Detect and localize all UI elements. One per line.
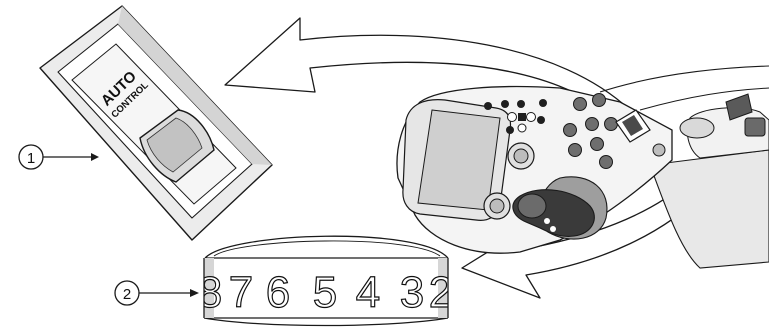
callout-2-number: 2: [123, 286, 131, 303]
cab-console: [396, 65, 769, 269]
button-cluster: [484, 99, 547, 134]
terminal-display: [402, 99, 512, 221]
callout-2: 2: [114, 280, 199, 306]
joystick-lever: [512, 176, 608, 240]
wheel-digit: 5: [313, 268, 337, 317]
wheel-digit: 4: [356, 268, 380, 317]
rocker-switch-detail: AUTO CONTROL: [39, 5, 273, 241]
number-wheel-detail: 8 7 6 5 4 3 2: [197, 235, 454, 327]
callout-1-number: 1: [27, 150, 35, 167]
wheel-digit: 3: [400, 268, 424, 317]
wheel-digit: 7: [229, 268, 253, 317]
side-button-grid: [563, 93, 618, 169]
rocker-switch-location: [615, 109, 666, 157]
wheel-digit: 6: [266, 268, 290, 317]
rotary-knob: [483, 192, 511, 220]
rotary-knob: [507, 142, 535, 170]
callout-1: 1: [18, 144, 99, 170]
